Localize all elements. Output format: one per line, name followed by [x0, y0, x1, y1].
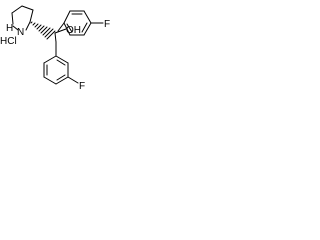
hydrochloride-label: HCl — [0, 36, 17, 47]
chemical-structure-diagram: H N OH F F HCl — [0, 5, 110, 92]
nh-hydrogen-label: H — [6, 23, 13, 34]
pyrrolidine-ring — [11, 5, 34, 31]
upper-fluorine-label: F — [104, 19, 110, 30]
lower-fluorine-label: F — [79, 81, 85, 92]
nitrogen-label: N — [17, 27, 24, 38]
upper-fluorophenyl-ring — [63, 10, 104, 36]
central-carbon-bonds — [54, 22, 67, 57]
lower-fluorophenyl-ring — [43, 55, 79, 85]
stereo-hash-bond — [30, 21, 56, 40]
hydroxyl-label: OH — [66, 25, 81, 36]
